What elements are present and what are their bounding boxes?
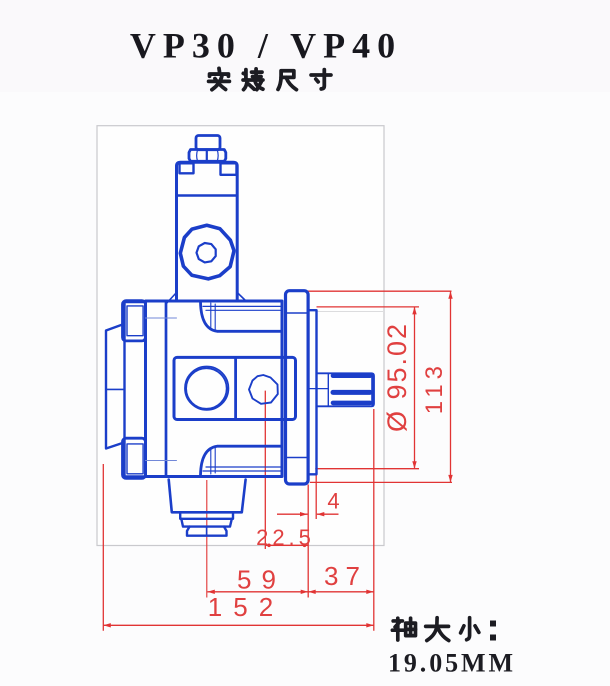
svg-text:19.05MM: 19.05MM: [388, 649, 516, 678]
svg-text:152: 152: [208, 592, 284, 622]
svg-text:Ø 95.02: Ø 95.02: [382, 322, 412, 432]
svg-text:37: 37: [324, 561, 367, 591]
svg-text:VP30 / VP40: VP30 / VP40: [130, 25, 402, 65]
svg-text:59: 59: [237, 565, 286, 595]
svg-text:22.5: 22.5: [256, 525, 315, 550]
svg-text:113: 113: [421, 361, 448, 414]
svg-text:4: 4: [327, 489, 339, 514]
